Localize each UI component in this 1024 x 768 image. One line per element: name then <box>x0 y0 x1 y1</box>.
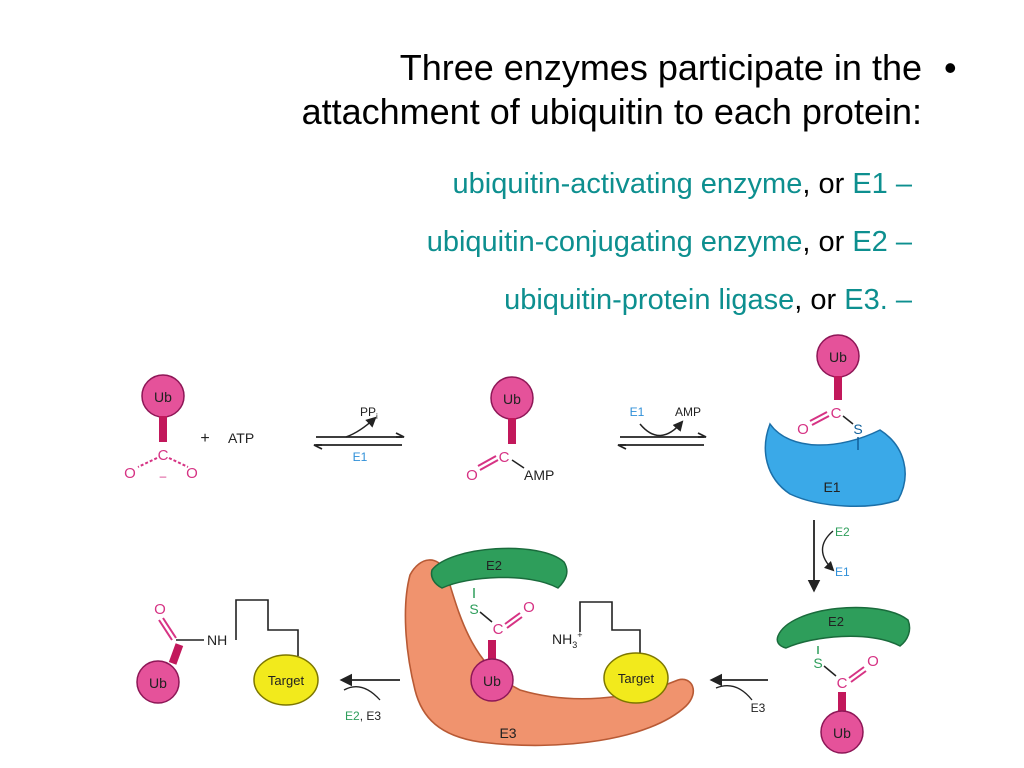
e2-label: E2 <box>486 558 502 573</box>
slide-heading: Three enzymes participate in the attachm… <box>62 46 922 134</box>
plus-sign: + <box>200 430 209 447</box>
heading-line-1: Three enzymes participate in the <box>399 47 922 88</box>
enzyme-tail: . – <box>879 284 912 316</box>
sulfur-label: S <box>469 601 478 617</box>
ub-tail <box>834 376 842 400</box>
e1-label: E1 <box>630 405 645 419</box>
ppi-label: PPi <box>360 405 378 421</box>
ub-tail <box>508 418 516 444</box>
ub-tail <box>168 643 184 665</box>
amide-label: NH <box>207 632 227 648</box>
ub-label: Ub <box>833 725 851 741</box>
enzyme-joiner: , or <box>802 168 853 200</box>
enzyme-item-e3: ubiquitin-protein ligase, or E3. – <box>112 282 912 318</box>
e3-label: E3 <box>751 701 766 715</box>
target-protein <box>253 654 319 706</box>
ub-tail <box>159 416 167 442</box>
e2-ubiquitin-complex: E2 S C O Ub <box>776 606 911 754</box>
e2-e3-label: E2, E3 <box>345 709 381 723</box>
target-protein <box>603 652 669 704</box>
enzyme-tail: – <box>887 168 912 200</box>
oxygen-label: O <box>797 421 809 438</box>
enzyme-joiner: , or <box>802 226 853 258</box>
oxygen-label: O <box>466 467 478 484</box>
e1-label: E1 <box>353 450 368 464</box>
enzyme-item-e1: ubiquitin-activating enzyme, or E1 – <box>112 166 912 202</box>
e3-ligase-complex: E3 E2 S C O Ub NH3+ Target <box>404 547 695 747</box>
ubiquitin-carboxylate: Ub C O O – <box>124 374 198 483</box>
amp-label: AMP <box>524 467 554 483</box>
e3-label: E3 <box>499 725 516 741</box>
carbon-label: C <box>158 447 169 464</box>
lysine-chain <box>579 601 641 656</box>
ub-tail <box>838 692 846 714</box>
ub-label: Ub <box>503 391 521 407</box>
ub-label: Ub <box>149 675 167 691</box>
sulfur-label: S <box>813 655 822 671</box>
ubiquitin-blob <box>136 660 180 704</box>
enzyme-term-e3: ubiquitin-protein ligase <box>504 284 795 316</box>
transfer-arrow-product: E2, E3 <box>339 673 400 723</box>
ubiquitinated-target: O NH Ub Target <box>136 599 319 706</box>
ub-tail <box>488 640 496 660</box>
transfer-arrow-down: E2 E1 <box>807 520 850 593</box>
enzyme-abbr-e2: E2 <box>852 226 888 258</box>
oxygen-label: O <box>867 653 879 670</box>
enzyme-joiner: , or <box>794 284 845 316</box>
enzyme-abbr-e1: E1 <box>852 168 888 200</box>
equilibrium-arrow-1: PPi E1 <box>313 405 405 464</box>
carbon-label: C <box>493 621 504 638</box>
amp-label: AMP <box>675 405 701 419</box>
enzyme-abbr-e3: E3 <box>844 284 880 316</box>
ubiquitin-blob <box>470 658 514 702</box>
e1-label: E1 <box>823 479 840 495</box>
charge-label: – <box>160 469 167 483</box>
e2-protein <box>776 606 911 649</box>
ub-label: Ub <box>154 389 172 405</box>
target-label: Target <box>268 673 305 688</box>
equilibrium-arrow-2: E1 AMP <box>617 405 707 450</box>
carbon-label: C <box>831 405 842 422</box>
enzyme-term-e1: ubiquitin-activating enzyme <box>452 168 803 200</box>
carbon-label: C <box>837 675 848 692</box>
e1-protein <box>764 422 906 507</box>
target-label: Target <box>618 671 655 686</box>
carbon-label: C <box>499 449 510 466</box>
enzyme-tail: – <box>887 226 912 258</box>
transfer-arrow-e3: E3 <box>709 673 768 715</box>
oxygen-label: O <box>124 465 136 482</box>
e2-label: E2 <box>835 525 850 539</box>
e2-protein <box>430 547 568 589</box>
ub-label: Ub <box>829 349 847 365</box>
ubiquitin-blob <box>820 710 864 754</box>
enzyme-item-e2: ubiquitin-conjugating enzyme, or E2 – <box>112 224 912 260</box>
oxygen-label: O <box>186 465 198 482</box>
e2-label: E2 <box>828 614 844 629</box>
atp-label: ATP <box>228 430 254 446</box>
heading-line-2: attachment of ubiquitin to each protein: <box>301 91 922 132</box>
bullet-point: • <box>944 47 957 88</box>
e3-protein <box>404 559 695 747</box>
sulfur-label: S <box>853 421 862 437</box>
oxygen-label: O <box>154 601 166 618</box>
e1-ubiquitin-complex: Ub C O S E1 <box>764 334 906 507</box>
ammonium-label: NH3+ <box>552 630 583 650</box>
lysine-chain <box>235 599 299 656</box>
oxygen-label: O <box>523 599 535 616</box>
e1-label: E1 <box>835 565 850 579</box>
ub-label: Ub <box>483 673 501 689</box>
ubiquitin-adenylate: Ub C O AMP <box>466 376 554 484</box>
enzyme-term-e2: ubiquitin-conjugating enzyme <box>426 226 803 258</box>
